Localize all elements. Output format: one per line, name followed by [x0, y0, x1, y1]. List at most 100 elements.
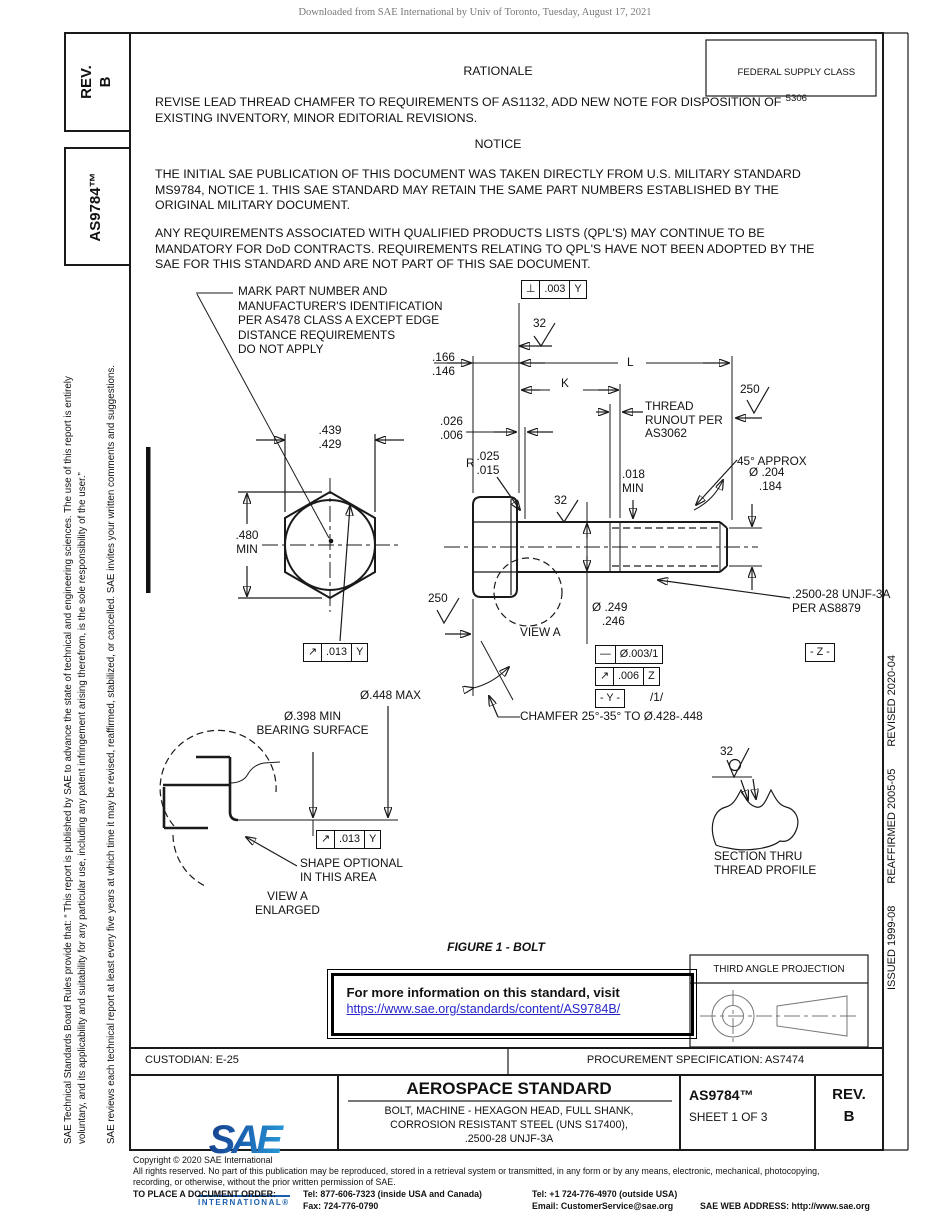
sae-logo-subtext: INTERNATIONAL®: [198, 1195, 290, 1207]
fcf-runout-hex: ↗ .013 Y: [303, 643, 369, 662]
reaffirmed-date: REAFFIRMED 2005-05: [886, 768, 898, 884]
fcf-datum: Y: [369, 833, 377, 845]
dim-head-corner: .480 MIN: [235, 528, 259, 556]
sheet-number: SHEET 1 OF 3: [689, 1110, 768, 1124]
dim-018-min: .018 MIN: [622, 467, 645, 495]
procurement-spec: PROCUREMENT SPECIFICATION: AS7474: [586, 1054, 805, 1066]
order-label: TO PLACE A DOCUMENT ORDER:: [133, 1189, 276, 1199]
view-a-enlarged-drawing: [159, 706, 398, 887]
revision-history: ISSUED 1999-08 REAFFIRMED 2005-05 REVISE…: [886, 610, 900, 990]
notice-title: NOTICE: [474, 137, 522, 151]
fcf-datum: Y: [574, 283, 582, 295]
section-thread-note: SECTION THRU THREAD PROFILE: [714, 849, 817, 877]
standard-link[interactable]: https://www.sae.org/standards/content/AS…: [346, 1001, 621, 1016]
rationale-body: REVISE LEAD THREAD CHAMFER TO REQUIREMEN…: [155, 95, 782, 125]
fcf-runout-shank: ↗ .006 Z: [595, 667, 660, 686]
federal-supply-class: FEDERAL SUPPLY CLASS 5306: [706, 53, 876, 118]
sae-logo: SAE INTERNATIONAL®: [198, 1085, 290, 1230]
copyright-line: Copyright © 2020 SAE International: [133, 1155, 273, 1165]
per-unit-length: /1/: [650, 690, 664, 704]
finish-32-section: 32: [720, 744, 734, 758]
notice-paragraph-1: THE INITIAL SAE PUBLICATION OF THIS DOCU…: [155, 167, 801, 212]
surface-finish-icon: [533, 322, 556, 348]
view-a-enlarged-label: VIEW A ENLARGED: [255, 889, 320, 917]
bolt-side-view: [444, 496, 758, 627]
fsc-value: 5306: [785, 93, 807, 104]
dim-K: K: [561, 376, 569, 390]
datum-z-flag: - Z -: [805, 643, 835, 662]
issued-date: ISSUED 1999-08: [886, 905, 898, 990]
dim-fillet-length: .026 .006: [440, 414, 463, 442]
projection-symbol: [700, 990, 860, 1042]
rev-label: REV.: [832, 1086, 866, 1103]
angle-45-note: 45° APPROX: [737, 454, 807, 468]
dim-head-thickness: .166 .146: [432, 350, 455, 378]
fcf-datum: Y: [356, 646, 364, 658]
fcf-value: .006: [614, 668, 645, 685]
dia-249: Ø .249 .246: [592, 600, 628, 628]
chamfer-note: CHAMFER 25°-35° TO Ø.428-.448: [520, 709, 703, 723]
runout-arrow-icon: ↗: [304, 644, 323, 661]
info-box-text: For more information on this standard, v…: [346, 984, 620, 1000]
runout-arrow-icon: ↗: [317, 831, 336, 848]
fax-number: Fax: 724-776-0790: [303, 1201, 379, 1211]
document-title: BOLT, MACHINE - HEXAGON HEAD, FULL SHANK…: [384, 1105, 634, 1145]
fcf-value: .003: [540, 281, 571, 298]
rev-box-label: REV. B: [78, 65, 114, 99]
sae-logo-text: SAE: [198, 1120, 290, 1160]
doc-number-box-label: AS9784™: [87, 172, 104, 242]
dim-L: L: [627, 355, 634, 369]
datum-y-flag: - Y -: [595, 689, 626, 708]
disclaimer-text-2: SAE reviews each technical report at lea…: [106, 364, 117, 1144]
dim-fillet-radius: R .025 .015: [466, 449, 500, 477]
tel-inside: Tel: 877-606-7323 (inside USA and Canada…: [303, 1189, 482, 1199]
title-doc-number: AS9784™: [689, 1087, 754, 1103]
download-watermark: Downloaded from SAE International by Uni…: [298, 7, 652, 18]
surface-finish-icon: [556, 499, 579, 524]
third-angle-projection-label: THIRD ANGLE PROJECTION: [713, 964, 845, 975]
finish-250-head: 250: [428, 591, 448, 605]
tel-outside: Tel: +1 724-776-4970 (outside USA): [532, 1189, 678, 1199]
radius-value: .025 .015: [476, 449, 500, 477]
dim-head-width: .439 .429: [318, 423, 342, 451]
rev-value: B: [843, 1108, 855, 1125]
surface-finish-icon: [436, 597, 460, 625]
revised-date: REVISED 2020-04: [886, 654, 898, 747]
finish-32-shank: 32: [554, 493, 568, 507]
standard-type: AEROSPACE STANDARD: [406, 1079, 612, 1098]
view-a-label: VIEW A: [520, 625, 561, 639]
perpendicularity-icon: ⊥: [522, 281, 541, 298]
fcf-straightness: — Ø.003/1: [595, 645, 664, 664]
fcf-value: .013: [322, 644, 353, 661]
rationale-title: RATIONALE: [463, 64, 533, 78]
thread-spec-note: .2500-28 UNJF-3A PER AS8879: [792, 587, 891, 615]
fsc-label: FEDERAL SUPPLY CLASS: [737, 67, 856, 78]
hex-head-view: [196, 292, 404, 642]
finish-250-end: 250: [740, 382, 760, 396]
fcf-datum: Z: [648, 670, 655, 682]
rights-text: All rights reserved. No part of this pub…: [133, 1166, 820, 1187]
fcf-value: .013: [335, 831, 366, 848]
radius-symbol: R: [466, 455, 475, 470]
fcf-perpendicularity: ⊥ .003 Y: [521, 280, 587, 299]
custodian: CUSTODIAN: E-25: [145, 1054, 239, 1066]
fcf-value: Ø.003/1: [619, 648, 659, 660]
thread-runout-note: THREAD RUNOUT PER AS3062: [645, 399, 723, 440]
finish-32-head: 32: [533, 316, 547, 330]
fcf-runout-bearing: ↗ .013 Y: [316, 830, 382, 849]
side-view-dimensions: [434, 303, 791, 718]
notice-paragraph-2: ANY REQUIREMENTS ASSOCIATED WITH QUALIFI…: [155, 226, 815, 271]
shape-optional-note: SHAPE OPTIONAL IN THIS AREA: [300, 856, 403, 884]
dia-398-bearing: Ø.398 MIN BEARING SURFACE: [256, 709, 369, 737]
runout-arrow-icon: ↗: [596, 668, 615, 685]
figure-caption: FIGURE 1 - BOLT: [447, 940, 545, 954]
info-box: For more information on this standard, v…: [327, 969, 697, 1039]
disclaimer-text-1: SAE Technical Standards Board Rules prov…: [63, 376, 88, 1144]
thread-section-drawing: [711, 747, 799, 851]
email-address: Email: CustomerService@sae.org: [532, 1201, 674, 1211]
page-frame: [64, 32, 909, 1151]
change-bar: [146, 447, 151, 593]
mark-note: MARK PART NUMBER AND MANUFACTURER'S IDEN…: [238, 284, 443, 356]
